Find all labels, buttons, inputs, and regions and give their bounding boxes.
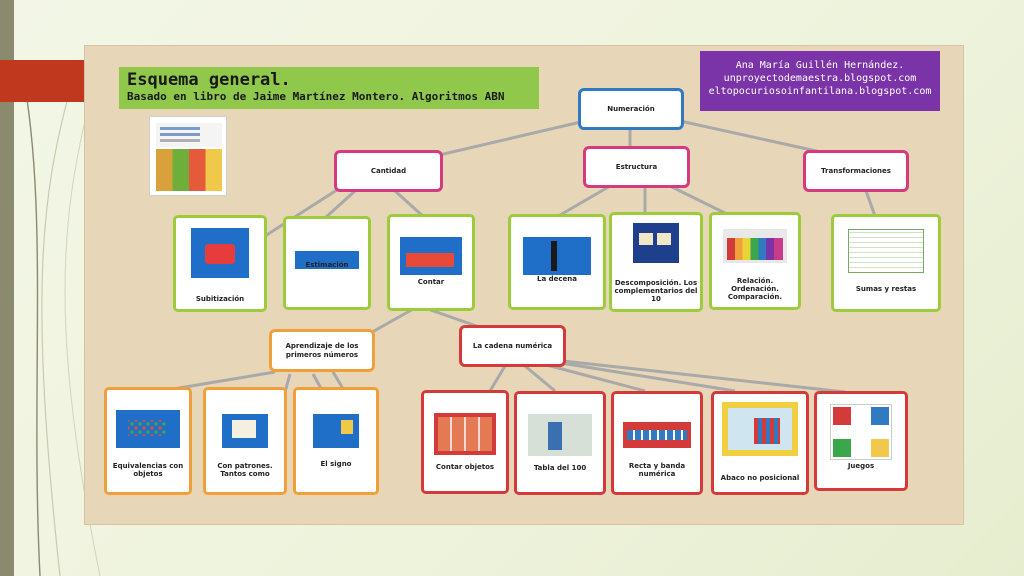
card-label: Sumas y restas (855, 285, 917, 293)
card-label: Tabla del 100 (533, 464, 587, 472)
card-la-decena: La decena (508, 214, 606, 310)
objects-image (116, 410, 180, 448)
node-estructura: Estructura (583, 146, 690, 188)
card-label: Contar objetos (435, 463, 495, 471)
title-banner: Esquema general. Basado en libro de Jaim… (119, 67, 539, 109)
counting-image (400, 237, 462, 275)
card-el-signo: El signo (293, 387, 379, 495)
card-label: Recta y banda numérica (628, 462, 686, 478)
card-recta-banda: Recta y banda numérica (611, 391, 703, 495)
cards-image (633, 223, 679, 263)
card-label: Equivalencias con objetos (112, 462, 184, 478)
blog-link-2: eltopocuriosoinfantilana.blogspot.com (708, 86, 932, 97)
card-label: Estimación (305, 261, 349, 269)
title-subtitle: Basado en libro de Jaime Martínez Monter… (127, 90, 505, 103)
card-juegos: Juegos (814, 391, 908, 491)
node-cadena-numerica: La cadena numérica (459, 325, 566, 367)
card-abaco: Abaco no posicional (711, 391, 809, 495)
contar-objetos-image (434, 413, 496, 455)
node-cantidad: Cantidad (334, 150, 443, 192)
card-label: Juegos (847, 462, 875, 470)
card-label: Contar (417, 278, 445, 286)
card-label: El signo (320, 460, 352, 468)
card-contar-objetos: Contar objetos (421, 390, 509, 494)
blocks-image (723, 229, 787, 263)
tabla-image (528, 414, 592, 456)
ludo-board-image (830, 404, 892, 460)
pattern-image (222, 414, 268, 448)
blog-link-1: unproyectodemaestra.blogspot.com (723, 73, 917, 84)
card-descomposicion: Descomposición. Los complementarios del … (609, 212, 703, 312)
card-estimacion: Estimación (283, 216, 371, 310)
card-label: La decena (537, 275, 577, 283)
table-image (848, 229, 924, 273)
book-cover-image (149, 116, 227, 196)
node-aprendizaje: Aprendizaje de los primeros números (269, 329, 375, 372)
title-main: Esquema general. (127, 70, 291, 90)
left-accent-bar (0, 0, 14, 576)
card-label: Descomposición. Los complementarios del … (614, 279, 698, 303)
dice-image (191, 228, 249, 278)
card-label: Con patrones. Tantos como (217, 462, 273, 478)
scheme-board: Esquema general. Basado en libro de Jaim… (84, 45, 964, 525)
node-transformaciones: Transformaciones (803, 150, 909, 192)
recta-image (623, 422, 691, 448)
ruler-image (295, 251, 359, 269)
decena-image (523, 237, 591, 275)
card-equivalencias: Equivalencias con objetos (104, 387, 192, 495)
decorative-lines (19, 59, 101, 576)
card-contar: Contar (387, 214, 475, 311)
abaco-image (722, 402, 798, 456)
red-accent-tab (0, 60, 84, 102)
card-label: Relación. Ordenación. Comparación. (727, 277, 783, 301)
card-tabla-100: Tabla del 100 (514, 391, 606, 495)
signo-image (313, 414, 359, 448)
card-subitizacion: Subitización (173, 215, 267, 312)
card-patrones: Con patrones. Tantos como (203, 387, 287, 495)
card-label: Abaco no posicional (720, 474, 800, 482)
author-name: Ana María Guillén Hernández. (735, 60, 905, 71)
node-numeracion: Numeración (578, 88, 684, 130)
card-relacion: Relación. Ordenación. Comparación. (709, 212, 801, 310)
credit-box: Ana María Guillén Hernández. unproyectod… (700, 51, 940, 111)
card-sumas-restas: Sumas y restas (831, 214, 941, 312)
card-label: Subitización (195, 295, 245, 303)
